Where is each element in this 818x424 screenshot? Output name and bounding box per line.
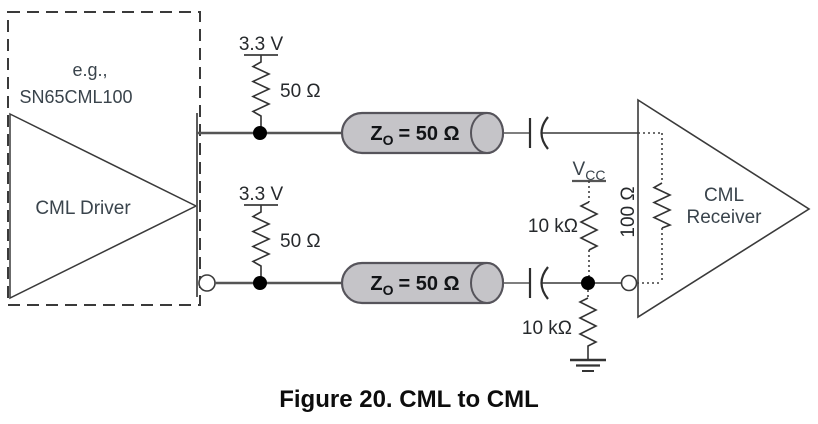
figure-caption: Figure 20. CML to CML — [279, 386, 539, 413]
bottom-pullup-resistor-label: 50 Ω — [280, 231, 321, 252]
vcc-label: VCC — [573, 159, 606, 183]
bias-pulldown-resistor-label: 10 kΩ — [522, 318, 572, 339]
coax-end-rim-bottom — [470, 262, 504, 304]
impedance-label-top: ZO= 50 Ω — [370, 123, 459, 148]
top-supply-label: 3.3 V — [239, 34, 284, 55]
inverted-output-terminal — [198, 274, 216, 292]
cml-receiver-label-line1: CML — [704, 185, 744, 206]
bias-pullup-resistor-label: 10 kΩ — [528, 216, 578, 237]
receiver-input-terminal — [620, 274, 638, 292]
bottom-supply-label: 3.3 V — [239, 184, 284, 205]
top-pullup-resistor-label: 50 Ω — [280, 81, 321, 102]
termination-resistor-label: 100 Ω — [618, 186, 639, 237]
cml-driver-triangle-icon — [9, 112, 198, 300]
termination-resistor-icon — [652, 182, 673, 229]
driver-example-label: e.g., — [72, 60, 107, 80]
junction-dot-bottom — [253, 276, 267, 290]
cml-driver-label: CML Driver — [35, 198, 131, 219]
top-pullup-resistor-icon — [251, 55, 271, 133]
cml-receiver-label-line2: Receiver — [687, 207, 763, 228]
cml-receiver-triangle-icon — [637, 98, 811, 319]
transmission-line-bottom: ZO= 50 Ω — [340, 261, 505, 305]
coupling-capacitor-icon-top — [528, 116, 549, 150]
coax-end-rim-top — [470, 112, 504, 154]
driver-package-outline — [7, 11, 201, 306]
transmission-line-top: ZO= 50 Ω — [340, 111, 505, 155]
junction-dot-bias — [581, 276, 595, 290]
ground-icon — [570, 358, 606, 372]
coupling-capacitor-icon-bottom — [528, 266, 549, 300]
driver-partnumber-label: SN65CML100 — [19, 87, 132, 107]
impedance-label-bottom: ZO= 50 Ω — [370, 273, 459, 298]
junction-dot-top — [253, 126, 267, 140]
bias-pullup-resistor-icon — [579, 201, 599, 251]
bottom-pullup-resistor-icon — [251, 205, 271, 283]
receiver-termination-network: 100 Ω — [618, 132, 673, 284]
bias-pulldown-resistor-icon — [578, 297, 598, 360]
